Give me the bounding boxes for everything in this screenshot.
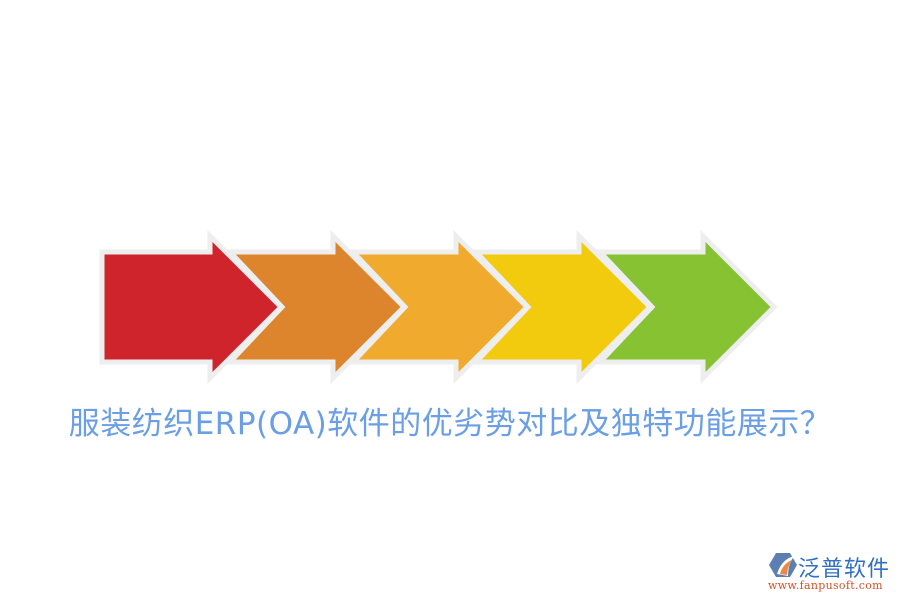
watermark-url: www.fanpusoft.com <box>768 579 883 592</box>
page-title: 服装纺织ERP(OA)软件的优劣势对比及独特功能展示？ <box>68 406 832 442</box>
watermark-brand-name: 泛普软件 <box>798 557 891 582</box>
fanpu-logo-icon <box>769 553 797 577</box>
arrow-1 <box>99 229 285 385</box>
process-arrows-diagram <box>99 229 778 385</box>
watermark-logo: 泛普软件 www.fanpusoft.com <box>768 551 898 592</box>
